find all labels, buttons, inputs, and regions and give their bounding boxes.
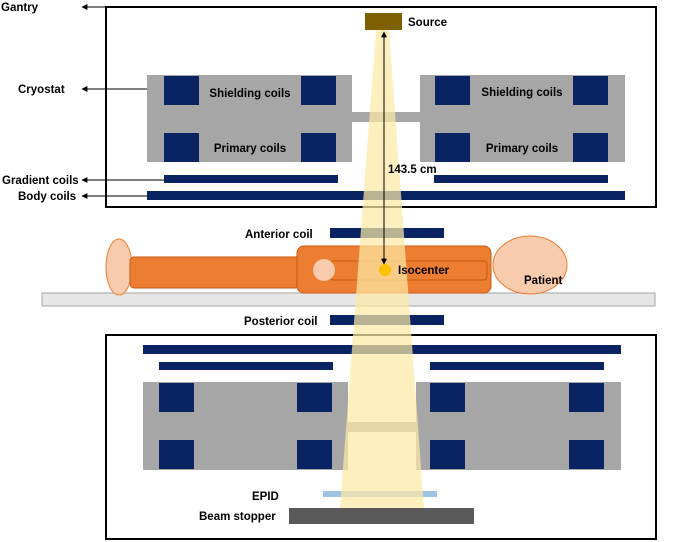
primary-coil-block (573, 133, 608, 162)
shielding-coil-block (435, 76, 470, 105)
gantry-label: Gantry (1, 2, 39, 14)
lower-coil-block (569, 440, 604, 469)
lower-coil-block (297, 440, 332, 469)
lower-coil-block (159, 440, 194, 469)
primary-coil-block (435, 133, 470, 162)
primary-coils-label-right: Primary coils (486, 143, 558, 155)
lower-gradient-coil-right (430, 362, 604, 370)
lower-gradient-coil-left (159, 362, 333, 370)
patient-label: Patient (524, 275, 563, 287)
patient-feet (105, 238, 133, 296)
primary-coil-block (301, 133, 336, 162)
primary-coil-block (164, 133, 199, 162)
shielding-coil-block (164, 76, 199, 105)
cryostat-label: Cryostat (18, 84, 65, 96)
lower-coil-block (159, 383, 194, 412)
lower-coil-block (430, 440, 465, 469)
isocenter-point (379, 264, 391, 276)
shielding-coil-block (573, 76, 608, 105)
beam-stopper (289, 508, 474, 524)
body-coils-label: Body coils (18, 191, 76, 203)
patient-table (41, 292, 656, 307)
shielding-coils-label-right: Shielding coils (481, 87, 562, 99)
patient-head (492, 235, 568, 295)
shielding-coils-label-left: Shielding coils (209, 88, 290, 100)
patient-legs (129, 256, 301, 289)
radiation-source (365, 13, 402, 30)
shielding-coil-block (301, 76, 336, 105)
anterior-coil-label: Anterior coil (245, 229, 313, 241)
isocenter-label: Isocenter (398, 265, 450, 277)
epid-label: EPID (252, 491, 279, 503)
gradient-coils-label: Gradient coils (2, 175, 79, 187)
posterior-coil-label: Posterior coil (244, 316, 318, 328)
gradient-coil-right (434, 175, 608, 183)
primary-coils-label-left: Primary coils (214, 143, 286, 155)
gradient-coil-left (164, 175, 338, 183)
lower-coil-block (569, 383, 604, 412)
patient-hand (313, 259, 335, 281)
lower-coil-block (430, 383, 465, 412)
source-label: Source (408, 17, 447, 29)
beam-stopper-label: Beam stopper (199, 511, 276, 523)
lower-coil-block (297, 383, 332, 412)
distance-label: 143.5 cm (388, 164, 437, 176)
